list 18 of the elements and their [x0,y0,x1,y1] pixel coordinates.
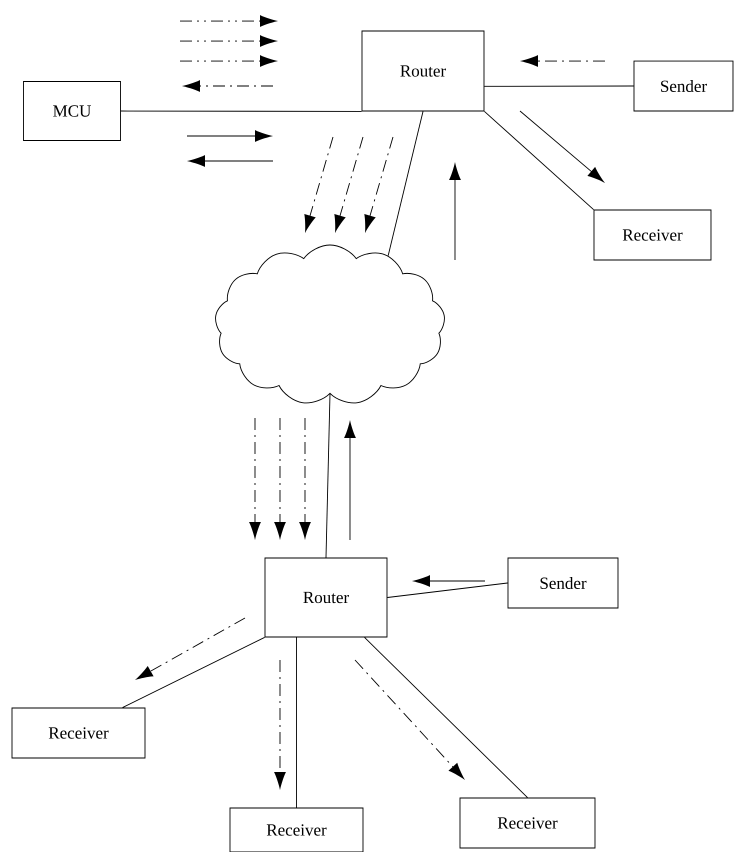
device-box: Receiver [594,210,712,260]
device-box: Sender [634,60,734,112]
connector-line [388,111,424,256]
device-box: Receiver [12,708,146,758]
device-box: Receiver [460,798,596,848]
connector-line [296,637,297,808]
device-box: Router [362,30,484,112]
device-box: Receiver [230,808,364,852]
connector-line [120,110,362,112]
device-box: Sender [508,558,618,608]
connector-line [484,86,634,87]
device-box: Router [264,558,388,638]
connector-line [387,582,508,598]
cloud-shape [215,244,445,404]
connector-line [122,637,265,708]
connector-line [364,637,528,798]
device-box: MCU [23,81,121,141]
connector-line [484,111,594,210]
